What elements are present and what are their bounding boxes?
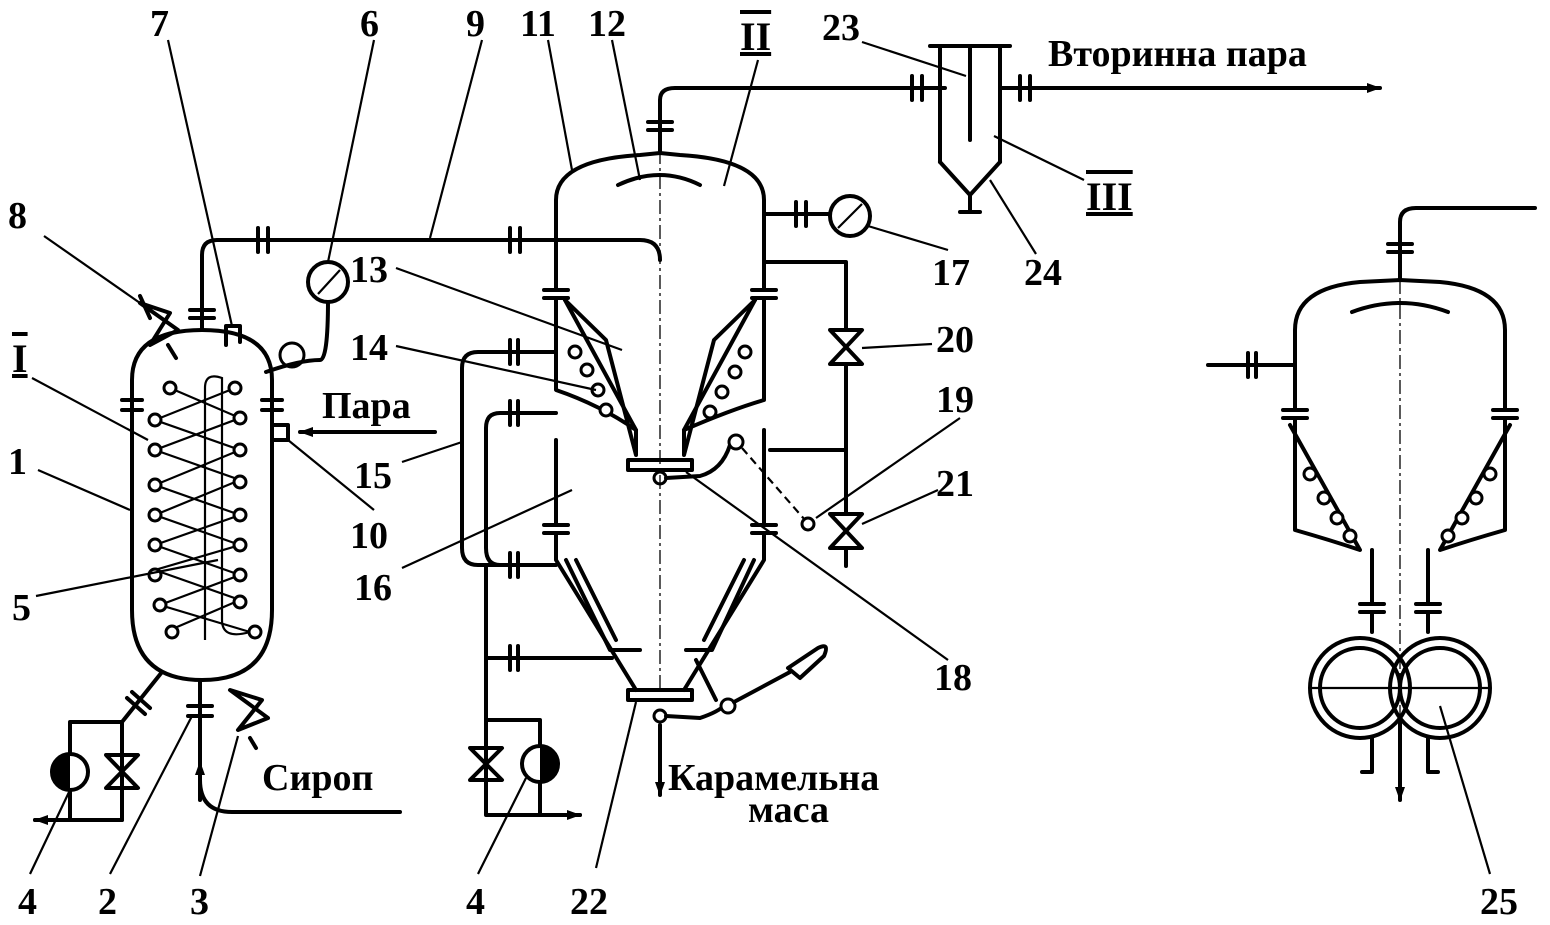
label-24: 24: [1024, 252, 1062, 294]
label-roman-1: I: [12, 336, 28, 381]
label-14: 14: [350, 327, 388, 369]
label-9: 9: [466, 3, 485, 45]
label-2: 2: [98, 881, 117, 920]
label-18: 18: [934, 657, 972, 699]
label-11: 11: [520, 3, 556, 45]
apparatus-25: [1206, 206, 1537, 802]
label-25: 25: [1480, 881, 1518, 920]
valve-8-icon: [138, 294, 180, 360]
label-steam: Пара: [322, 385, 411, 427]
label-21: 21: [936, 463, 974, 505]
label-10: 10: [350, 515, 388, 557]
label-4-left: 4: [18, 881, 37, 920]
label-1: 1: [8, 441, 27, 483]
label-20: 20: [936, 319, 974, 361]
label-caramel-line1: Карамельна: [668, 757, 879, 799]
label-13: 13: [350, 249, 388, 291]
label-17: 17: [932, 252, 970, 294]
label-8: 8: [8, 195, 27, 237]
right-side-valves: [762, 194, 872, 568]
label-roman-3: III: [1086, 174, 1133, 219]
label-syrup: Сироп: [262, 757, 373, 799]
label-19: 19: [936, 379, 974, 421]
label-7: 7: [150, 3, 169, 45]
separator-trap: [928, 44, 1382, 214]
label-15: 15: [354, 455, 392, 497]
label-12: 12: [588, 3, 626, 45]
evaporator-body: [542, 74, 947, 797]
leader-lines: [29, 39, 1492, 877]
heater-bottom-pipes: [33, 670, 402, 825]
label-secondary-steam: Вторинна пара: [1048, 33, 1307, 75]
steam-supply-pipes: [460, 338, 614, 820]
label-caramel-line2: маса: [748, 789, 829, 831]
label-4-center: 4: [466, 881, 485, 920]
label-roman-2: II: [740, 14, 771, 59]
label-16: 16: [354, 567, 392, 609]
label-5: 5: [12, 587, 31, 629]
label-6: 6: [360, 3, 379, 45]
heater-coil: [147, 375, 263, 640]
label-3: 3: [190, 881, 209, 920]
label-23: 23: [822, 7, 860, 49]
label-22: 22: [570, 881, 608, 920]
